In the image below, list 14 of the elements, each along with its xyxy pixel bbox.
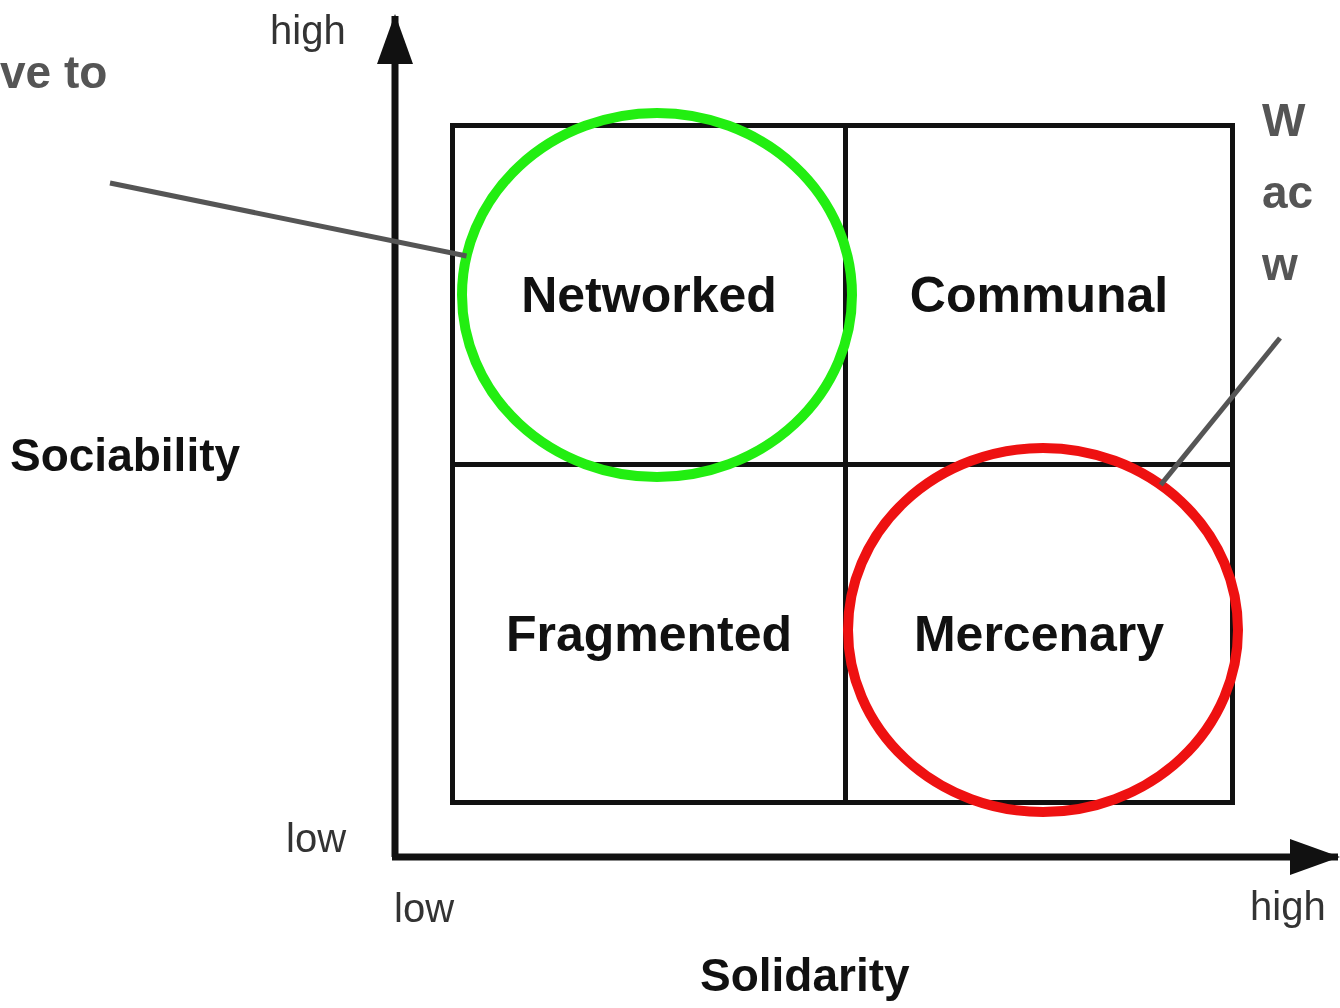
axis-title: Solidarity bbox=[700, 948, 910, 1002]
callout-text: W ac w bbox=[1262, 84, 1338, 300]
axis-tick-label: low bbox=[394, 886, 455, 931]
quadrant-label: Fragmented bbox=[505, 604, 793, 663]
leader-line bbox=[1158, 336, 1282, 487]
quadrant-label: Networked bbox=[521, 266, 777, 324]
quadrant-label: Communal bbox=[909, 266, 1169, 324]
leader-line bbox=[109, 180, 468, 259]
quadrant-label: Mercenary bbox=[913, 604, 1165, 663]
axis-title: Sociability bbox=[10, 428, 241, 482]
callout-text: ve to bbox=[0, 36, 110, 108]
axis-tick-label: high bbox=[1250, 884, 1326, 929]
axis-tick-label: low bbox=[286, 816, 347, 861]
axis-tick-label: high bbox=[270, 8, 346, 53]
